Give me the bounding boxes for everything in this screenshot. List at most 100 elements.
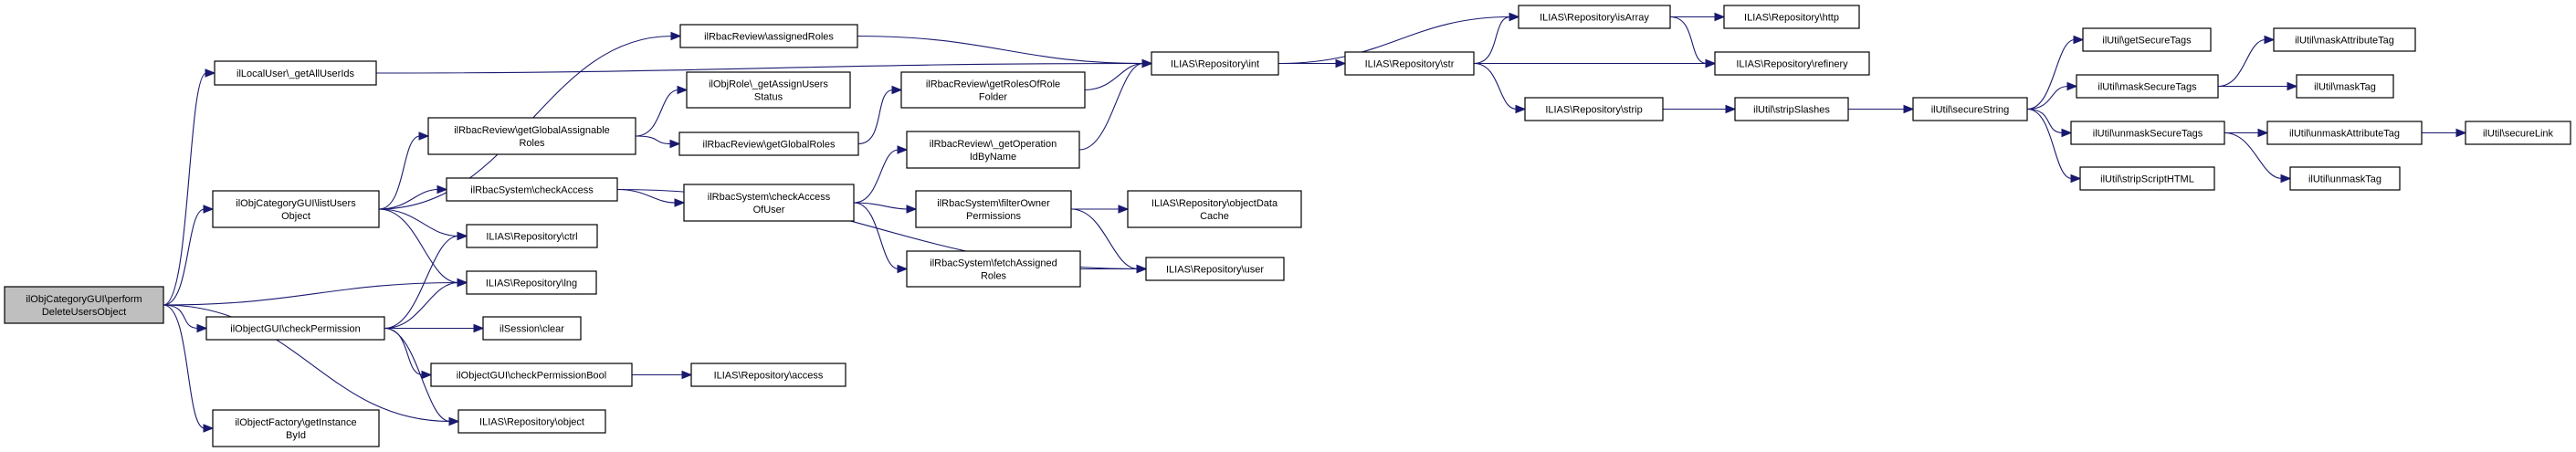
node-label: ILIAS\Repository\refinery <box>1736 59 1848 70</box>
node-access[interactable]: ILIAS\Repository\access <box>690 363 846 387</box>
node-box <box>1524 97 1664 121</box>
arrowhead-icon <box>897 145 909 154</box>
edge-perform-to-get-all-user-ids <box>163 72 207 306</box>
node-label: ilRbacReview\assignedRoles <box>704 32 834 43</box>
node-box <box>212 409 380 447</box>
node-ctrl[interactable]: ILIAS\Repository\ctrl <box>466 224 598 248</box>
edge-check-permission-to-ctrl <box>384 235 459 330</box>
node-lng[interactable]: ILIAS\Repository\lng <box>466 270 597 295</box>
node-get-secure-tags[interactable]: ilUtil\getSecureTags <box>2082 27 2212 52</box>
node-strip[interactable]: ILIAS\Repository\strip <box>1524 97 1664 121</box>
arrowhead-icon <box>674 198 686 207</box>
edge-list-users-object-to-ctrl <box>378 208 459 237</box>
node-http[interactable]: ILIAS\Repository\http <box>1723 5 1860 29</box>
node-secure-string[interactable]: ilUtil\secureString <box>1912 97 2028 121</box>
arrowhead-icon <box>897 264 909 274</box>
node-label: Status <box>754 92 783 103</box>
node-label: Folder <box>979 92 1008 103</box>
node-box <box>2266 121 2423 145</box>
node-label: OfUser <box>753 205 785 215</box>
node-unmask-attribute-tag[interactable]: ilUtil\unmaskAttributeTag <box>2266 121 2423 145</box>
arrowhead-icon <box>1136 264 1148 274</box>
node-label: ilObjCategoryGUI\perform <box>26 294 142 305</box>
node-box <box>1714 51 1870 76</box>
node-box <box>212 190 380 228</box>
node-assigned-roles[interactable]: ilRbacReview\assignedRoles <box>679 24 858 48</box>
node-label: ilUtil\unmaskSecureTags <box>2093 129 2203 140</box>
node-label: Permissions <box>966 211 1021 222</box>
node-label: Roles <box>519 138 545 149</box>
node-secure-link[interactable]: ilUtil\secureLink <box>2465 121 2571 145</box>
edge-is-array-to-refinery <box>1669 16 1708 65</box>
edge-perform-to-list-users-object <box>163 208 205 306</box>
node-label: ilLocalUser\_getAllUserIds <box>237 68 354 79</box>
node-label: ILIAS\Repository\user <box>1166 265 1264 276</box>
node-str[interactable]: ILIAS\Repository\str <box>1344 51 1475 76</box>
arrowhead-icon <box>1705 58 1717 68</box>
node-session-clear[interactable]: ilSession\clear <box>482 316 582 341</box>
node-get-global-roles[interactable]: ilRbacReview\getGlobalRoles <box>678 131 859 156</box>
node-strip-slashes[interactable]: ilUtil\stripSlashes <box>1734 97 1849 121</box>
node-check-access[interactable]: ilRbacSystem\checkAccess <box>446 177 618 202</box>
node-box <box>457 409 606 434</box>
node-label: ilRbacReview\getGlobalAssignable <box>454 125 610 136</box>
node-label: ilUtil\maskTag <box>2314 82 2376 93</box>
node-mask-attribute-tag[interactable]: ilUtil\maskAttributeTag <box>2273 27 2416 52</box>
node-label: Roles <box>981 271 1007 282</box>
node-box <box>446 177 618 202</box>
node-check-permission[interactable]: ilObjectGUI\checkPermission <box>205 316 385 341</box>
node-label: ILIAS\Repository\lng <box>486 279 577 289</box>
node-user[interactable]: ILIAS\Repository\user <box>1145 257 1285 281</box>
node-box <box>678 131 859 156</box>
arrowhead-icon <box>457 278 468 288</box>
edge-perform-to-object <box>163 304 451 423</box>
node-box <box>900 71 1086 109</box>
node-label: ilRbacSystem\filterOwner <box>937 198 1050 209</box>
node-label: ILIAS\Repository\strip <box>1545 105 1642 116</box>
node-int[interactable]: ILIAS\Repository\int <box>1151 51 1279 76</box>
edge-check-permission-to-lng <box>384 281 459 330</box>
node-perform[interactable]: ilObjCategoryGUI\performDeleteUsersObjec… <box>4 286 164 324</box>
edge-perform-to-get-instance-by-obj-id <box>163 304 205 429</box>
arrowhead-icon <box>1725 104 1737 114</box>
node-label: ilRbacReview\getRolesOfRole <box>926 79 1060 90</box>
node-is-array[interactable]: ILIAS\Repository\isArray <box>1518 5 1671 29</box>
node-unmask-tag[interactable]: ilUtil\unmaskTag <box>2289 166 2401 191</box>
node-box <box>466 224 598 248</box>
edge-str-to-is-array <box>1473 16 1511 65</box>
node-box <box>915 190 1072 228</box>
node-object[interactable]: ILIAS\Repository\object <box>457 409 606 434</box>
node-box <box>906 131 1080 169</box>
arrowhead-icon <box>2257 128 2269 138</box>
node-get-all-user-ids[interactable]: ilLocalUser\_getAllUserIds <box>214 60 377 86</box>
node-label: ilObjectFactory\getInstance <box>235 417 356 428</box>
node-label: ilRbacSystem\checkAccess <box>470 185 594 196</box>
edge-get-global-assignable-roles-to-get-assign-users-status <box>635 89 679 137</box>
node-mask-secure-tags[interactable]: ilUtil\maskSecureTags <box>2076 74 2219 99</box>
node-strip-script-html[interactable]: ilUtil\stripScriptHTML <box>2079 166 2215 191</box>
node-check-permission-bool[interactable]: ilObjectGUI\checkPermissionBool <box>430 363 633 387</box>
node-box <box>2070 121 2225 145</box>
arrowhead-icon <box>669 139 681 149</box>
arrowhead-icon <box>906 205 918 214</box>
node-unmask-secure-tags[interactable]: ilUtil\unmaskSecureTags <box>2070 121 2225 145</box>
arrowhead-icon <box>2455 128 2467 138</box>
arrowhead-icon <box>457 231 468 241</box>
node-label: ilRbacSystem\fetchAssigned <box>930 258 1057 269</box>
node-mask-tag[interactable]: ilUtil\maskTag <box>2296 74 2394 99</box>
node-label: ilUtil\secureString <box>1931 105 2010 116</box>
nodes-layer: ilObjCategoryGUI\performDeleteUsersObjec… <box>4 5 2571 447</box>
node-label: ilObjCategoryGUI\listUsers <box>236 198 356 209</box>
node-box <box>1518 5 1671 29</box>
node-refinery[interactable]: ILIAS\Repository\refinery <box>1714 51 1870 76</box>
